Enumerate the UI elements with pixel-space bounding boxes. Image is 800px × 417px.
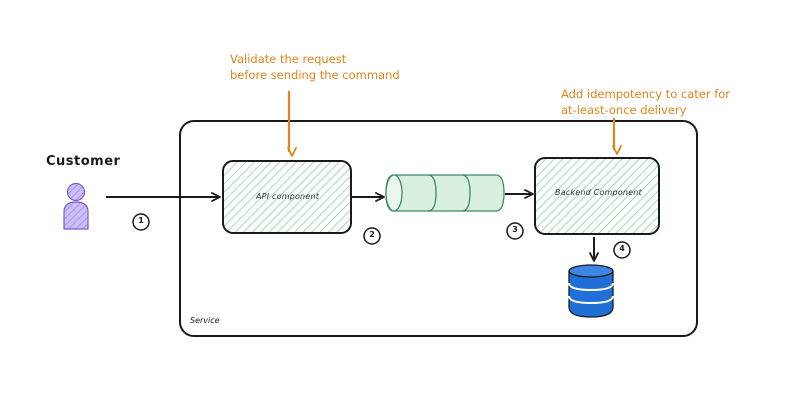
step-circle-4 [613, 241, 631, 259]
note-validate-line2: before sending the command [230, 68, 400, 82]
step-circle-1 [132, 213, 150, 231]
note-idempotency-line1: Add idempotency to cater for [561, 87, 731, 101]
backend-component-box [534, 157, 660, 235]
message-queue-icon [385, 174, 505, 212]
customer-label: Customer [46, 154, 121, 169]
step-label-2: 2 [369, 230, 375, 239]
note-validate-line1: Validate the request [230, 52, 347, 66]
note-idempotency-line2: at-least-once delivery [561, 103, 687, 117]
service-boundary [179, 120, 698, 337]
customer-actor-icon [63, 182, 89, 230]
step-label-3: 3 [512, 225, 518, 234]
service-label: Service [190, 316, 220, 325]
step-circle-2 [363, 227, 381, 245]
api-component-box [222, 160, 352, 234]
database-icon [568, 264, 614, 318]
step-circle-3 [506, 222, 524, 240]
backend-component-label: Backend Component [555, 188, 642, 197]
step-label-1: 1 [138, 216, 144, 225]
step-label-4: 4 [619, 244, 625, 253]
api-component-label: API component [256, 192, 320, 201]
